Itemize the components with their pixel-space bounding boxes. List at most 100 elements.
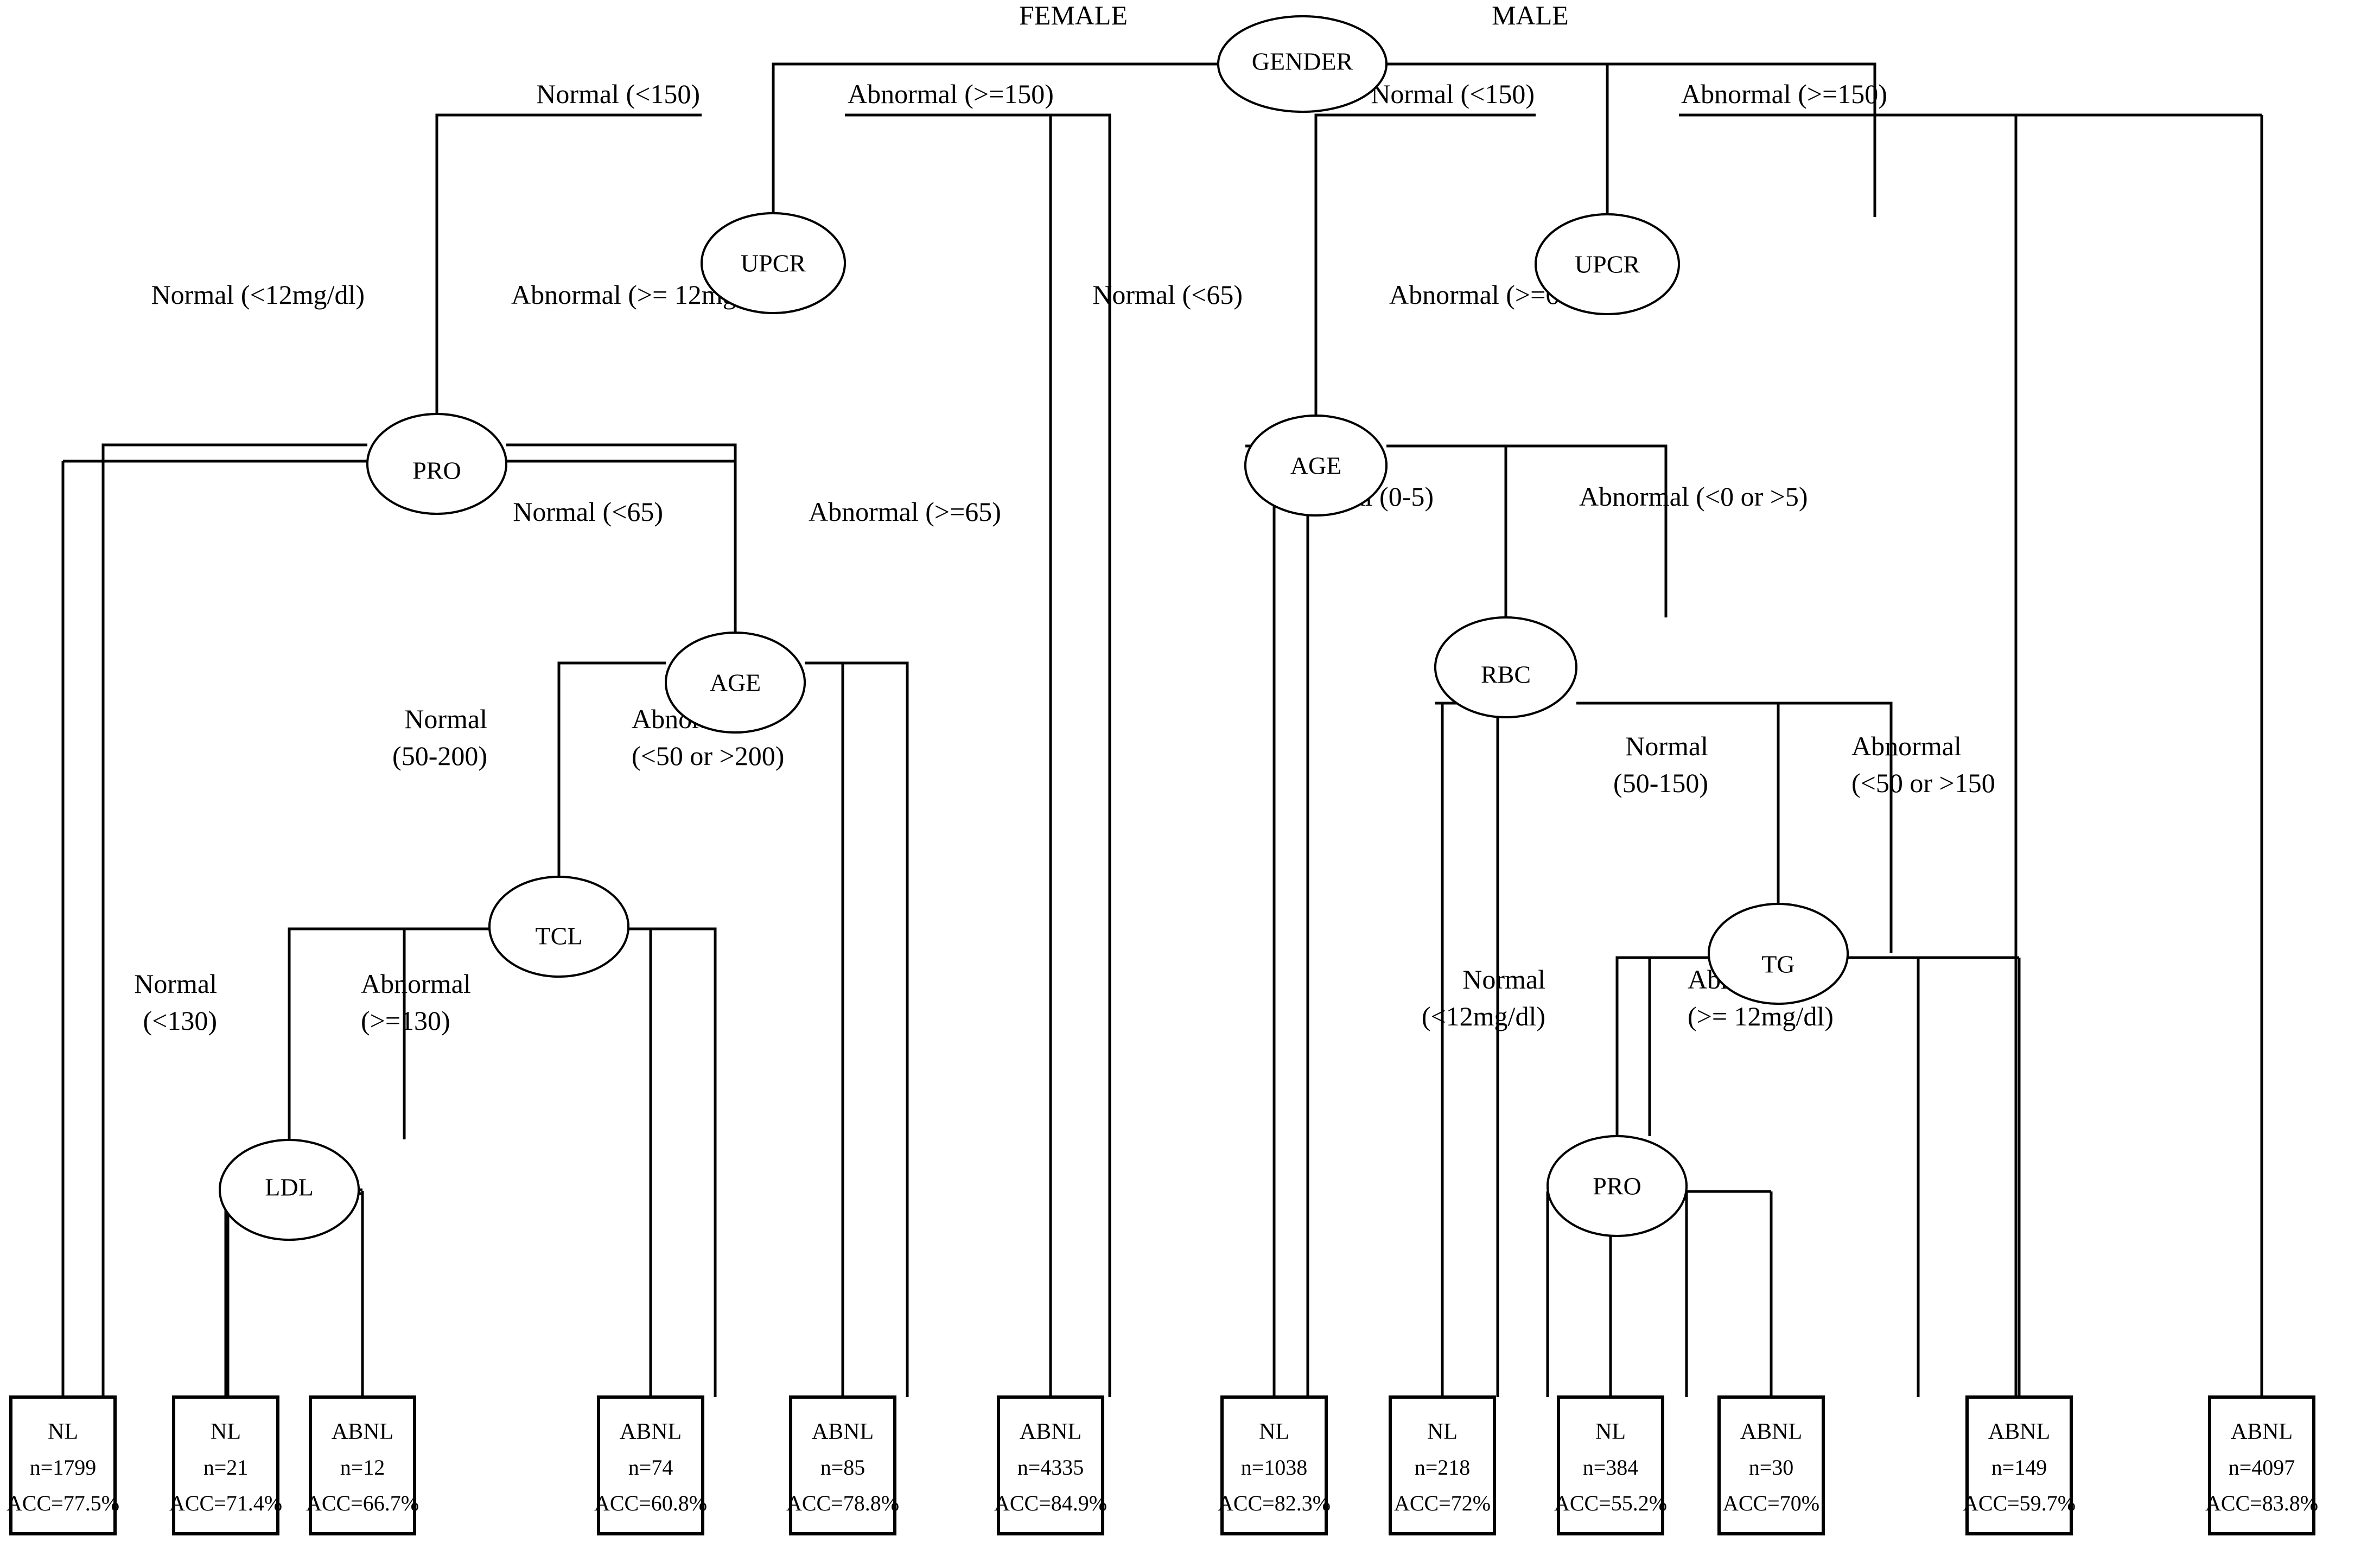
edge-label-male: MALE [1492,0,1569,30]
leaf-11-accuracy: ACC=59.7% [1963,1491,2076,1515]
node-age-male-label-top: AGE [1290,452,1342,480]
leaf-node-1[interactable]: NL n=1799 ACC=77.5% [7,1395,119,1535]
leaf-9-accuracy: ACC=55.2% [1554,1491,1667,1515]
edge-upcrf-abnormal [845,113,1111,1397]
leaf-node-2[interactable]: NL n=21 ACC=71.4% [169,1395,282,1535]
edge-label-tg-normal-1: Normal [1625,731,1708,761]
edge-label-female: FEMALE [1019,0,1128,30]
leaf-2-class: NL [211,1419,241,1444]
edge-label-age-f-abnormal: Abnormal (>=65) [809,496,1001,527]
edge-label-pro-m-normal-1: Normal [1462,964,1545,995]
edge-label-ldl-abnormal-1: Abnormal [361,968,471,999]
node-pro-female-top[interactable]: PRO [366,413,507,515]
leaf-1-accuracy: ACC=77.5% [7,1491,119,1515]
leaf-node-8[interactable]: NL n=218 ACC=72% [1389,1395,1496,1535]
leaf-7-count: n=1038 [1241,1455,1308,1480]
edge-prof-abnormal [506,443,737,633]
edge-label-ldl-normal-2: (<130) [143,1005,218,1036]
leaf-12-class: ABNL [2231,1419,2293,1444]
run-agef-normal [557,661,666,877]
node-tcl-label-top: TCL [536,922,583,950]
leaf-nodes-layer: NL n=1799 ACC=77.5% NL n=21 ACC=71.4% AB… [7,1395,2318,1535]
node-gender-label-top: GENDER [1252,48,1353,75]
run-prof-abnormal [506,460,737,633]
leaf-3-count: n=12 [340,1455,385,1480]
leaf-2-count: n=21 [203,1455,249,1480]
node-pro-male-top[interactable]: PRO [1547,1135,1688,1237]
leaf-3-class: ABNL [332,1419,393,1444]
node-tcl-top[interactable]: TCL [488,876,629,978]
run-tcl-normal [288,927,489,1140]
leaf-7-accuracy: ACC=82.3% [1218,1491,1331,1515]
leaf-node-12[interactable]: ABNL n=4097 ACC=83.8% [2205,1395,2318,1535]
edge-label-upcr-f-normal: Normal (<150) [536,79,700,109]
leaf-node-7[interactable]: NL n=1038 ACC=82.3% [1218,1395,1331,1535]
edge-label-ldl-abnormal-2: (>=130) [361,1005,450,1036]
leaf-node-11[interactable]: ABNL n=149 ACC=59.7% [1963,1395,2076,1535]
edge-upcrm-normal [1314,113,1536,416]
edge-upcrm-abnormal [1679,113,2018,1397]
leaf-12-accuracy: ACC=83.8% [2205,1491,2318,1515]
leaf-9-class: NL [1595,1419,1626,1444]
edge-rbc-normal [1435,702,1499,1397]
leaf-node-6[interactable]: ABNL n=4335 ACC=84.9% [994,1395,1107,1535]
edge-label-rbc-abnormal: Abnormal (<0 or >5) [1579,481,1808,512]
node-upcr-male-top[interactable]: UPCR [1535,213,1680,315]
edge-label-age-f-normal: Normal (<65) [513,496,663,527]
run-upcrf-normal [435,113,702,414]
leaf-8-count: n=218 [1415,1455,1471,1480]
leaf-6-accuracy: ACC=84.9% [994,1491,1107,1515]
leaf-node-9[interactable]: NL n=384 ACC=55.2% [1554,1395,1667,1535]
node-tg-label-top: TG [1761,951,1794,978]
run-rbc-abnormal [1576,702,1780,904]
leaf-connectors-layer [61,115,2263,1397]
leaf-10-count: n=30 [1749,1455,1794,1480]
decision-nodes-layer: GENDER UPCR UPCR PRO AGE AGE RBC TCL [219,15,1849,1241]
node-age-male-top[interactable]: AGE [1244,415,1388,517]
leaf-4-class: ABNL [620,1419,682,1444]
edge-label-tcl-abnormal-2: (<50 or >200) [632,741,784,771]
node-gender-top[interactable]: GENDER [1217,15,1388,113]
node-upcr-female-label-top: UPCR [741,250,806,277]
edges-layer [101,62,2018,1397]
node-rbc-top[interactable]: RBC [1434,616,1577,718]
leaf-1-class: NL [48,1419,78,1444]
edge-label-upcr-m-normal: Normal (<150) [1371,79,1535,109]
node-pro-female-label-top: PRO [412,457,461,485]
leaf-node-3[interactable]: ABNL n=12 ACC=66.7% [306,1395,419,1535]
edge-runs-layer [63,62,2262,1193]
edge-upcrf-normal-run [435,113,702,414]
leaf-5-accuracy: ACC=78.8% [786,1491,899,1515]
node-ldl-top[interactable]: LDL [219,1139,360,1241]
leaf-7-class: NL [1259,1419,1289,1444]
edge-tg-abnormal [1848,956,1920,1397]
leaf-2-accuracy: ACC=71.4% [169,1491,282,1515]
node-upcr-female-top[interactable]: UPCR [701,212,846,314]
edge-agem-normal [1245,444,1309,1397]
edge-label-tg-normal-2: (50-150) [1613,768,1708,798]
node-age-female-label-top: AGE [710,669,761,697]
edge-label-ldl-normal-1: Normal [134,968,217,999]
edge-label-upcr-m-abnormal: Abnormal (>=150) [1681,79,1887,109]
edge-agef-abnormal [805,661,909,1397]
node-tg-top[interactable]: TG [1708,903,1849,1005]
edge-label-upcr-f-abnormal: Abnormal (>=150) [848,79,1054,109]
decision-nodes-top-layer: GENDER UPCR UPCR PRO AGE AGE RBC TCL [219,15,1849,1241]
edge-label-pro-f-normal: Normal (<12mg/dl) [151,279,365,310]
leaf-6-class: ABNL [1020,1419,1081,1444]
edge-labels-layer: FEMALE MALE Normal (<150) Abnormal (>=15… [134,0,1995,1036]
edge-label-tcl-normal-1: Normal [404,704,487,734]
leaf-8-class: NL [1427,1419,1458,1444]
node-age-female-top[interactable]: AGE [665,632,806,734]
leaf-node-5[interactable]: ABNL n=85 ACC=78.8% [786,1395,899,1535]
leaf-9-count: n=384 [1583,1455,1639,1480]
leaf-node-4[interactable]: ABNL n=74 ACC=60.8% [594,1395,707,1535]
leaf-11-class: ABNL [1988,1419,2050,1444]
node-ldl-label-top: LDL [265,1174,313,1201]
edge-label-tg-abnormal-2: (<50 or >150 [1851,768,1995,798]
run-gender-female [772,62,1218,214]
leaf-node-10[interactable]: ABNL n=30 ACC=70% [1717,1395,1825,1535]
leaf-10-accuracy: ACC=70% [1723,1491,1819,1515]
leaf-4-count: n=74 [628,1455,673,1480]
